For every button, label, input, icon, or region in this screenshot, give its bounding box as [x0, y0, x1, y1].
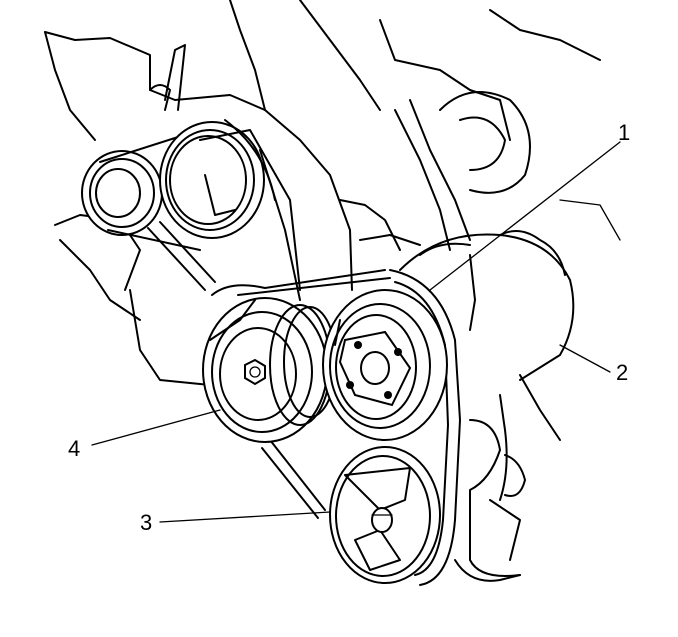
upper-center-pulley [159, 44, 276, 239]
belt-tensioner [202, 297, 337, 443]
crankshaft-pulley [329, 446, 441, 584]
callout-1: 1 [618, 120, 631, 145]
callout-3: 3 [140, 510, 153, 535]
power-steering-pulley [322, 289, 448, 441]
callout-2: 2 [616, 360, 629, 385]
drive-belt [147, 129, 461, 586]
power-steering-pump [399, 230, 575, 582]
callout-leaders [91, 141, 621, 523]
callout-4: 4 [68, 436, 81, 461]
